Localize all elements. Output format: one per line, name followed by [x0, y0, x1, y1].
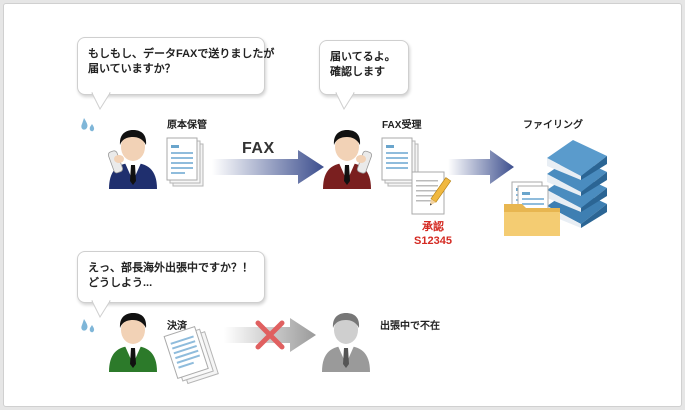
bubble-text-line2: どうしよう...: [88, 277, 153, 289]
filing-arrow: [448, 150, 514, 184]
approval-stamp: 承認 S12345: [408, 220, 458, 248]
diagram-canvas: もしもし、データFAXで送りましたが 届いていますか？ 届いてるよ。 確認します…: [3, 3, 682, 407]
absent-label: 出張中で不在: [380, 321, 440, 332]
speech-bubble-tail: [335, 92, 355, 111]
receiver-person-icon: [323, 130, 373, 189]
document-stack-icon: [166, 137, 204, 187]
approval-code: S12345: [414, 235, 452, 247]
cross-mark-icon: [255, 320, 285, 350]
filing-label: ファイリング: [523, 120, 583, 131]
filing-binders-icon: [547, 140, 607, 228]
speech-bubble-tail: [91, 92, 111, 111]
approval-memo-icon: [411, 171, 452, 215]
sweat-drops-icon: [81, 118, 95, 132]
speech-bubble-sender: もしもし、データFAXで送りましたが 届いていますか？: [77, 37, 275, 95]
bubble-text-line2: 確認します: [330, 66, 385, 78]
absent-person-icon: [322, 313, 370, 372]
bubble-text-line2: 届いていますか？: [88, 63, 176, 75]
fax-arrow-label: FAX: [242, 140, 275, 157]
speech-bubble-receiver: 届いてるよ。 確認します: [319, 40, 409, 95]
folder-icon: [504, 181, 560, 236]
sweat-drops-icon: [81, 319, 95, 333]
approval-label: 承認: [422, 221, 444, 233]
approver-person-icon: [109, 313, 157, 372]
bubble-text-line1: えっ、部長海外出張中ですか？！: [88, 262, 253, 274]
fax-transmission-arrow: [212, 150, 324, 184]
scattered-documents-icon: [163, 326, 219, 385]
speech-bubble-tail: [91, 300, 111, 319]
bubble-text-line1: 届いてるよ。: [330, 51, 396, 63]
bubble-text-line1: もしもし、データFAXで送りましたが: [88, 48, 275, 60]
fax-received-label: FAX受理: [382, 120, 422, 131]
sender-person-icon: [107, 130, 157, 189]
speech-bubble-boss-absent: えっ、部長海外出張中ですか？！ どうしよう...: [77, 251, 265, 303]
original-storage-label: 原本保管: [167, 120, 207, 131]
settlement-label: 決済: [167, 321, 187, 332]
